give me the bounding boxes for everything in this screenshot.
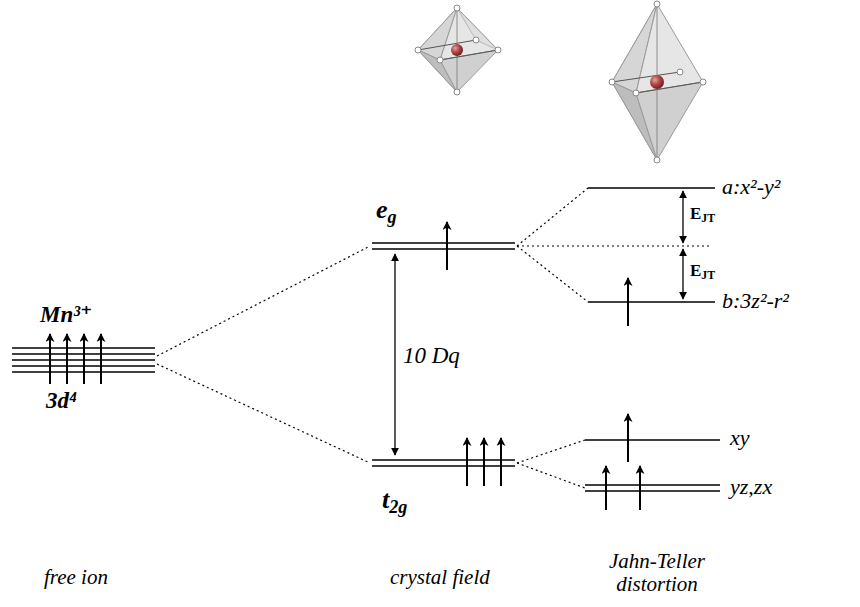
energy-label: EJT: [690, 205, 715, 224]
elongated-octahedron: [609, 1, 706, 163]
spin-arrows: [50, 334, 101, 384]
dotted-lines: [157, 188, 712, 488]
octahedron: [415, 5, 501, 95]
stage-label: Jahn-Teller distortion: [597, 550, 717, 596]
crystal-field-levels: [372, 243, 515, 466]
config-label: 3d⁴: [46, 388, 77, 413]
level-label: t2g: [382, 486, 407, 515]
ejt-arrow: [682, 191, 683, 243]
gap-arrow: [394, 254, 395, 455]
orbital-label: xy: [730, 426, 750, 450]
stage-label: crystal field: [390, 566, 490, 589]
jahn-teller-levels: [585, 188, 720, 491]
stage-label: free ion: [44, 566, 108, 589]
orbital-label: yz,zx: [730, 475, 772, 499]
orbital-label: a:x²-y²: [722, 175, 780, 199]
orbital-label: b:3z²-r²: [722, 289, 789, 313]
level-label: eg: [376, 196, 397, 225]
ejt-arrow: [682, 249, 683, 299]
ion-label: Mn³⁺: [40, 302, 92, 327]
spin-arrows: [606, 278, 640, 510]
gap-label: 10 Dq: [403, 343, 460, 368]
energy-label: EJT: [690, 262, 715, 281]
